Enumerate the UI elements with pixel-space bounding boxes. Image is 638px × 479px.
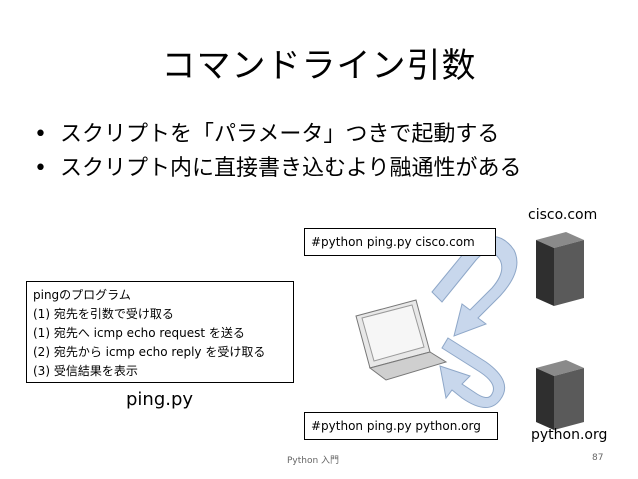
program-step: (1) 宛先へ icmp echo request を送る: [33, 326, 245, 340]
bullet-dot: •: [34, 156, 47, 181]
host-label-cisco: cisco.com: [528, 207, 598, 223]
program-step: (2) 宛先から icmp echo reply を受け取る: [33, 345, 266, 359]
bullet-text: スクリプトを「パラメータ」つきで起動する: [60, 122, 500, 147]
laptop-icon: [355, 299, 448, 381]
server-cisco-icon: [536, 232, 584, 306]
request-arrow-bottom-icon: [439, 337, 506, 408]
host-label-python: python.org: [531, 427, 608, 443]
bullet-list: • スクリプトを「パラメータ」つきで起動する • スクリプト内に直接書き込むより融通…: [34, 118, 522, 186]
page-number: 87: [592, 453, 604, 463]
program-step: (3) 受信結果を表示: [33, 364, 138, 378]
server-python-icon: [536, 360, 584, 430]
program-description-box: pingのプログラム (1) 宛先を引数で受け取る (1) 宛先へ icmp e…: [26, 281, 294, 383]
bullet-dot: •: [34, 122, 47, 147]
footer-text: Python 入門: [287, 456, 340, 466]
slide-title: コマンドライン引数: [161, 46, 477, 86]
bullet-text: スクリプト内に直接書き込むより融通性がある: [60, 156, 522, 181]
bullet-item: • スクリプト内に直接書き込むより融通性がある: [34, 152, 522, 186]
command-box-bottom: #python ping.py python.org: [304, 412, 498, 440]
script-name-label: ping.py: [126, 389, 194, 410]
bullet-item: • スクリプトを「パラメータ」つきで起動する: [34, 118, 522, 152]
program-step: (1) 宛先を引数で受け取る: [33, 307, 174, 321]
command-box-top: #python ping.py cisco.com: [304, 228, 496, 256]
program-heading: pingのプログラム: [33, 288, 131, 302]
